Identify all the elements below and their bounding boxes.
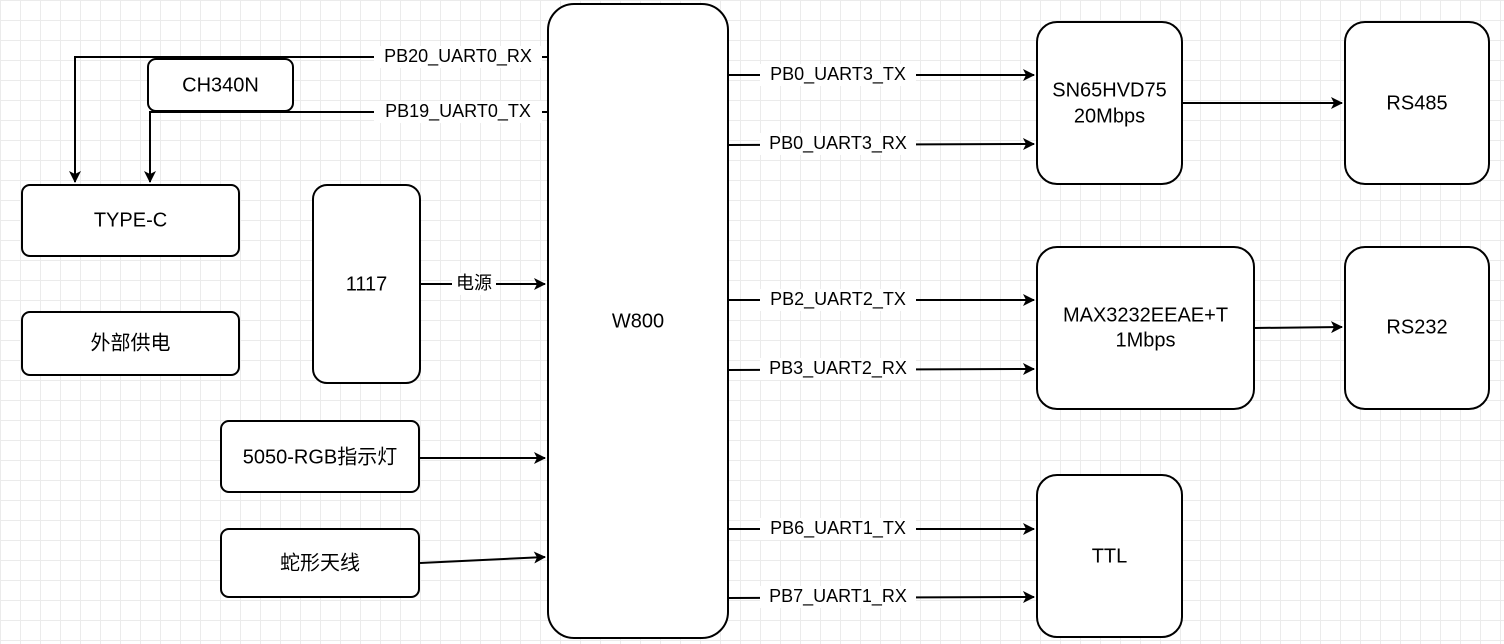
- w800-label: W800: [612, 310, 664, 332]
- uart2-rx-label: PB3_UART2_RX: [769, 358, 907, 379]
- uart3-rx-label: PB0_UART3_RX: [769, 133, 907, 154]
- power-label-group: 电源: [452, 273, 496, 295]
- uart1-rx-label: PB7_UART1_RX: [769, 586, 907, 607]
- uart2-rx-label-group: PB3_UART2_RX: [760, 358, 916, 380]
- type-c-label: TYPE-C: [94, 209, 167, 231]
- uart3-tx-label-group: PB0_UART3_TX: [760, 64, 916, 86]
- uart0-tx-label: PB19_UART0_TX: [385, 101, 531, 122]
- uart0-rx-label-group: PB20_UART0_RX: [374, 46, 542, 68]
- rs232-wire: [1253, 321, 1343, 334]
- antenna-label: 蛇形天线: [280, 551, 360, 574]
- antenna-wire: [419, 551, 546, 564]
- w800-box: W800: [547, 3, 729, 639]
- uart2-tx-label-group: PB2_UART2_TX: [760, 289, 916, 311]
- ch340n-label: CH340N: [182, 74, 259, 96]
- ext-power-box: 外部供电: [21, 311, 240, 376]
- rs485-box: RS485: [1344, 21, 1490, 185]
- uart1-rx-label-group: PB7_UART1_RX: [760, 586, 916, 608]
- uart1-tx-label-group: PB6_UART1_TX: [760, 518, 916, 540]
- uart3-tx-label: PB0_UART3_TX: [770, 64, 906, 85]
- type-c-box: TYPE-C: [21, 184, 240, 257]
- ldo-1117-label: 1117: [346, 273, 388, 295]
- rs485-label: RS485: [1386, 92, 1447, 114]
- sn65hvd75-label-line2: 20Mbps: [1074, 105, 1145, 127]
- uart3-rx-label-group: PB0_UART3_RX: [760, 133, 916, 155]
- power-label: 电源: [456, 273, 492, 293]
- sn65hvd75-box: SN65HVD75 20Mbps: [1036, 21, 1183, 185]
- max3232-label-line2: 1Mbps: [1115, 329, 1175, 351]
- uart1-tx-label: PB6_UART1_TX: [770, 518, 906, 539]
- antenna-box: 蛇形天线: [220, 528, 420, 598]
- ttl-box: TTL: [1036, 474, 1183, 638]
- rgb-led-label: 5050-RGB指示灯: [243, 445, 398, 468]
- max3232-label-line1: MAX3232EEAE+T: [1063, 304, 1228, 326]
- ext-power-label: 外部供电: [91, 331, 171, 354]
- ldo-1117-box: 1117: [312, 184, 421, 384]
- uart0-tx-label-group: PB19_UART0_TX: [374, 101, 542, 123]
- rs232-label: RS232: [1386, 316, 1447, 338]
- rgb-led-box: 5050-RGB指示灯: [220, 420, 420, 493]
- rs232-box: RS232: [1344, 246, 1490, 410]
- uart0-rx-label: PB20_UART0_RX: [384, 46, 532, 67]
- uart2-tx-label: PB2_UART2_TX: [770, 289, 906, 310]
- ttl-label: TTL: [1092, 545, 1128, 567]
- sn65hvd75-label-line1: SN65HVD75: [1052, 79, 1167, 101]
- ch340n-box: CH340N: [147, 58, 294, 112]
- max3232-box: MAX3232EEAE+T 1Mbps: [1036, 246, 1255, 410]
